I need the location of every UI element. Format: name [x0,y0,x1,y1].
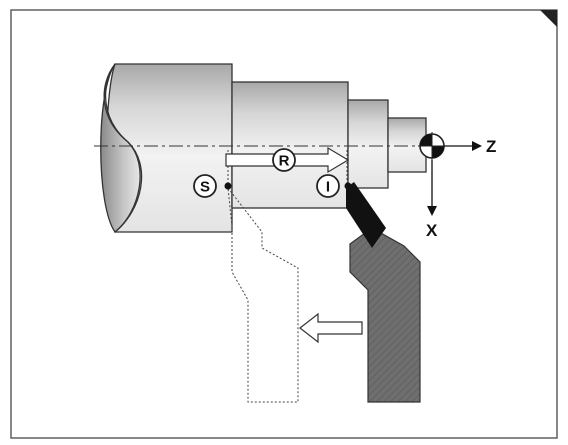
cutting-tool [346,182,421,403]
label-r-badge: R [272,148,296,172]
label-s-badge: S [193,174,217,198]
z-axis-arrow-icon [444,141,482,151]
z-axis-label: Z [486,137,496,156]
point-s-dot [224,182,232,190]
corner-mark [540,10,557,27]
x-axis-label: X [426,221,438,240]
tool-move-arrow-icon [299,312,363,344]
figure-border [10,9,558,439]
workpiece-break-line [104,63,143,233]
label-i-text: I [326,179,330,196]
label-s-text: S [200,179,210,196]
workpiece-break-end [100,63,141,233]
label-r-text: R [279,153,290,170]
datum-symbol-icon [418,132,446,160]
tool-holder [349,227,421,403]
tool-insert [346,182,386,248]
x-axis-arrow-icon [427,160,437,216]
point-i-dot [344,182,352,190]
workpiece-step-3 [347,99,389,189]
label-i-badge: I [316,174,340,198]
